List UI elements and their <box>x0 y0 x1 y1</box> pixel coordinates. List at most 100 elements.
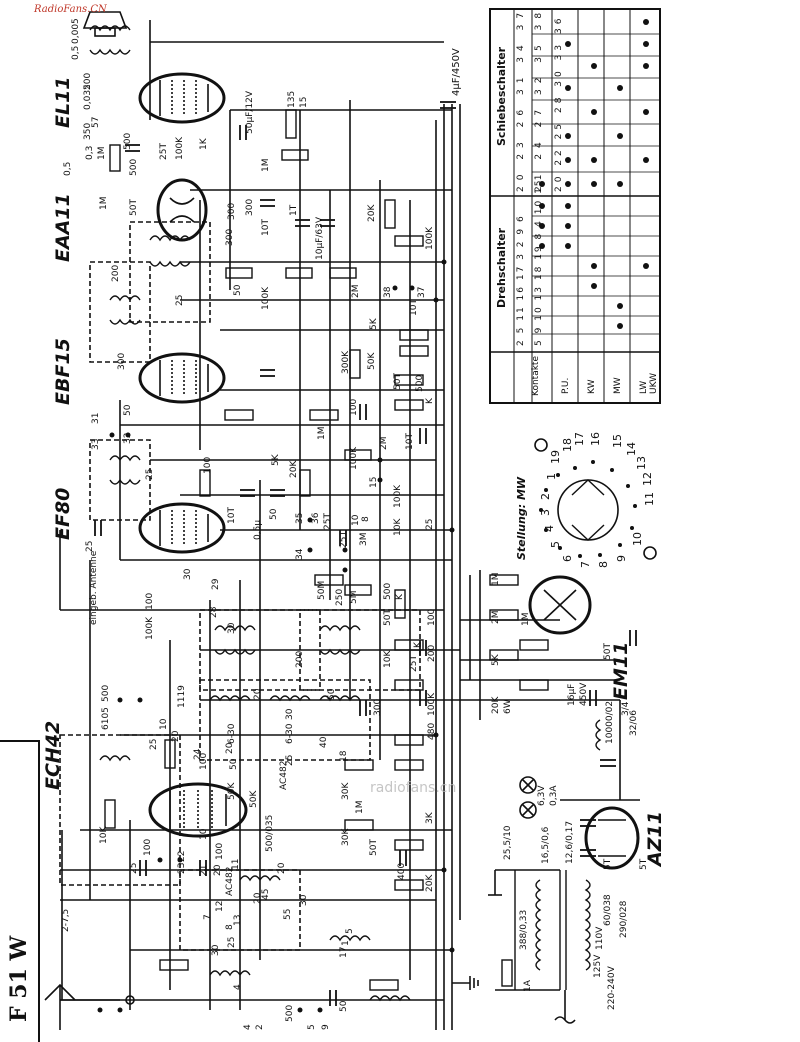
ech42-part-20: 18 <box>339 750 349 762</box>
ef80-part-8: 20K <box>289 460 299 478</box>
ech42-part-37: 23 <box>177 862 187 874</box>
ebf15-part-1: 200 <box>111 264 121 282</box>
em11-part-9: 450V <box>579 682 589 706</box>
ech42-part-12: 6-30 <box>285 723 295 744</box>
ef80-part-1: 31 <box>91 412 101 424</box>
ef80-part-22: 251 <box>339 530 349 548</box>
bottom-part-1: 7 <box>203 914 213 920</box>
antenna-part-3: 100 <box>145 592 155 610</box>
em11-part-10: 10000/02 <box>605 700 615 744</box>
switch-table <box>489 8 661 404</box>
antenna-label: eingeb. Antenne <box>89 550 99 625</box>
ech42-part-17: 100 <box>199 752 209 770</box>
eaa11-part-2: 300 <box>227 202 237 220</box>
em11-part-4: 5K <box>491 654 501 666</box>
ebf15-part-7: 37 <box>417 286 427 298</box>
ech42-part-1: 500 <box>101 684 111 702</box>
ef80-part-15: 50 <box>269 508 279 520</box>
ef80-part-2: 50 <box>123 404 133 416</box>
dial-1: 1 <box>545 473 558 480</box>
power-part-12: 290/028 <box>619 900 629 938</box>
ef80-part-9: 100K <box>349 446 359 470</box>
eaa11-part-4: 1T <box>289 204 299 216</box>
ef80-part-12: 15 <box>369 476 379 488</box>
ech42-part-13: 40 <box>319 736 329 748</box>
power-part-11: 125V <box>593 954 603 978</box>
antenna-part-8: 50M <box>317 580 327 600</box>
ech42-part-8: 100K <box>427 692 437 716</box>
antenna-part-15: K <box>413 642 423 648</box>
el11-cap-13: 0,5 <box>63 161 73 176</box>
tube-label-ech42: ECH42 <box>42 720 64 790</box>
range-kw: KW <box>587 379 597 394</box>
ech42-part-4: 10 <box>159 718 169 730</box>
bottom-part-14: 1 <box>341 940 351 946</box>
ech42-part-40: 20 <box>213 864 223 876</box>
ebf15-part-14: K <box>425 398 435 404</box>
ef80-part-10: 1M <box>317 426 327 441</box>
kontakte-label: Kontakte <box>531 356 541 396</box>
bottom-part-7: 4 <box>243 1024 253 1030</box>
ech42-part-5: 20 <box>253 688 263 700</box>
ech42-part-19: 20 <box>225 742 235 754</box>
bottom-part-15: 5 <box>345 928 355 934</box>
ef80-part-6: 100 <box>203 456 213 474</box>
ef80-part-16: 0,5µ <box>253 519 263 540</box>
ef80-part-25: 8 <box>361 516 371 522</box>
ef80-part-23: 3M <box>359 532 369 547</box>
bottom-part-18: 25 <box>227 936 237 948</box>
schiebe-row-3: 20 22 25 28 30 33 36 <box>554 14 564 192</box>
el11-side-1: 50µF/12V <box>245 91 255 134</box>
em11-part-12: 3/4 <box>621 701 631 716</box>
ebf15-part-12: 50T <box>393 373 403 390</box>
bottom-part-4: 30 <box>211 944 221 956</box>
pin-label-em11: EM11 <box>675 566 688 600</box>
dial-3: 3 <box>539 509 552 516</box>
antenna-part-4: 29 <box>211 578 221 590</box>
bottom-part-12: 50 <box>339 1000 349 1012</box>
eaa11-part-5: 10µF/63V <box>315 217 325 260</box>
dial-4: 4 <box>543 525 556 532</box>
el11-cap-6: 57 <box>91 116 101 128</box>
bottom-part-6: 55 <box>283 908 293 920</box>
ebf15-part-8: 5K <box>369 318 379 330</box>
em11-part-11: 32/06 <box>629 710 639 736</box>
model-label: F 51 W <box>6 935 32 1022</box>
dial-11: 11 <box>643 492 656 506</box>
ef80-part-19: 36 <box>311 512 321 524</box>
ech42-part-41: 100 <box>215 842 225 860</box>
dial-12: 12 <box>641 472 654 486</box>
schiebeschalter-title: Schiebeschalter <box>495 46 508 146</box>
ebf15-part-5: 2M <box>351 284 361 299</box>
power-part-5: 0,3A <box>549 785 559 806</box>
power-part-1: 25,5/10 <box>503 825 513 860</box>
el11-side-4: 1M <box>261 158 271 173</box>
antenna-part-18: 25T <box>409 655 419 672</box>
antenna-part-7: 100K <box>145 616 155 640</box>
ech42-part-28: 50T <box>369 839 379 856</box>
ech42-part-29: 3K <box>425 812 435 824</box>
ech42-part-23: 50K <box>227 782 237 800</box>
el11-cap-4: 0,032 <box>83 84 93 110</box>
dial-13: 13 <box>635 456 648 470</box>
schiebe-row-1: 20 23 26 31 34 37 <box>516 6 526 192</box>
antenna-part-13: 50T <box>383 609 393 626</box>
ech42-part-35: 25 <box>129 862 139 874</box>
range-mw: MW <box>613 377 623 394</box>
el11-cap-8: 0,3 <box>85 145 95 160</box>
bottom-part-20: 20 <box>277 862 287 874</box>
bottom-part-22: 4 <box>233 984 243 990</box>
eaa11-part-10: 300 <box>245 198 255 216</box>
site-label: RadioFans.CN <box>34 4 107 15</box>
pin-label-el11: EL11 <box>675 650 688 680</box>
ech42-part-42: AC482 <box>225 866 235 896</box>
ech42-part-34: 100 <box>143 838 153 856</box>
pin-panel-footer: Anschlüsse von unten gegen die Röhre ges… <box>773 683 782 876</box>
ech42-part-14: 25 <box>149 738 159 750</box>
dreh-row-2: 5 9 10 13 18 19 8 4 10 15 <box>534 178 544 346</box>
ef80-part-3: 33 <box>91 438 101 450</box>
ebf15-part-16: 10T <box>405 433 415 450</box>
ech42-part-22: AC482 <box>279 760 289 790</box>
tube-label-ef80: EF80 <box>52 487 74 540</box>
em11-part-6: 20K <box>491 696 501 714</box>
